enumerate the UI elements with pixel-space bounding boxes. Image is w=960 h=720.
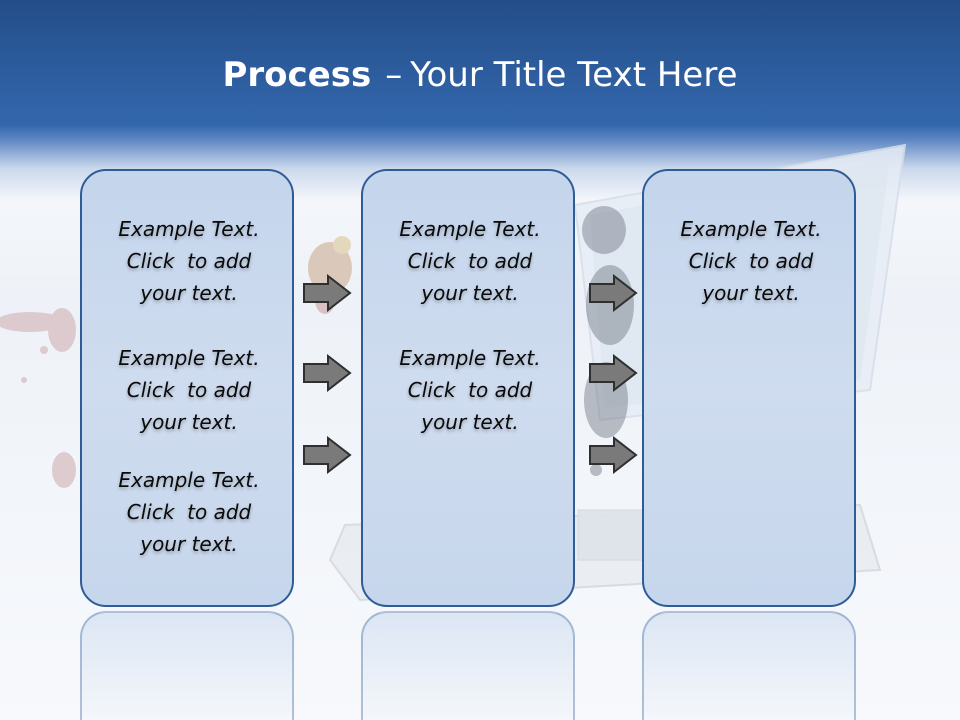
text-line: Click to add bbox=[126, 249, 252, 273]
text-line: your text. bbox=[140, 532, 238, 556]
process-box-2[interactable]: Example Text. Click to add your text. Ex… bbox=[361, 169, 575, 607]
process-box-2-text-2[interactable]: Example Text. Click to add your text. bbox=[363, 342, 577, 438]
process-box-3-text-1[interactable]: Example Text. Click to add your text. bbox=[644, 213, 858, 309]
right-arrow-icon bbox=[303, 274, 352, 312]
text-line: Example Text. bbox=[399, 346, 541, 370]
text-line: your text. bbox=[421, 410, 519, 434]
text-line: Click to add bbox=[407, 378, 533, 402]
title-bold-text: Process bbox=[222, 55, 372, 95]
right-arrow-icon bbox=[303, 436, 352, 474]
process-box-3[interactable]: Example Text. Click to add your text. bbox=[642, 169, 856, 607]
process-box-2-text-1[interactable]: Example Text. Click to add your text. bbox=[363, 213, 577, 309]
box-reflection-2 bbox=[361, 611, 575, 720]
process-box-1-text-2[interactable]: Example Text. Click to add your text. bbox=[82, 342, 296, 438]
box-reflection-3 bbox=[642, 611, 856, 720]
text-line: Example Text. bbox=[118, 217, 260, 241]
text-line: Click to add bbox=[688, 249, 814, 273]
right-arrow-icon bbox=[589, 274, 638, 312]
right-arrow-icon bbox=[303, 354, 352, 392]
text-line: Example Text. bbox=[680, 217, 822, 241]
title-separator: – bbox=[385, 55, 403, 95]
text-line: Example Text. bbox=[118, 346, 260, 370]
right-arrow-icon bbox=[589, 354, 638, 392]
text-line: your text. bbox=[140, 410, 238, 434]
text-line: Example Text. bbox=[399, 217, 541, 241]
box-reflection-1 bbox=[80, 611, 294, 720]
text-line: Click to add bbox=[126, 500, 252, 524]
right-arrow-icon bbox=[589, 436, 638, 474]
process-box-1-text-1[interactable]: Example Text. Click to add your text. bbox=[82, 213, 296, 309]
text-line: your text. bbox=[421, 281, 519, 305]
text-line: Example Text. bbox=[118, 468, 260, 492]
title-rest-text: Your Title Text Here bbox=[410, 55, 738, 95]
text-line: Click to add bbox=[407, 249, 533, 273]
text-line: Click to add bbox=[126, 378, 252, 402]
slide-title[interactable]: Process–Your Title Text Here bbox=[0, 52, 960, 98]
text-line: your text. bbox=[702, 281, 800, 305]
process-box-1[interactable]: Example Text. Click to add your text. Ex… bbox=[80, 169, 294, 607]
text-line: your text. bbox=[140, 281, 238, 305]
process-box-1-text-3[interactable]: Example Text. Click to add your text. bbox=[82, 464, 296, 560]
